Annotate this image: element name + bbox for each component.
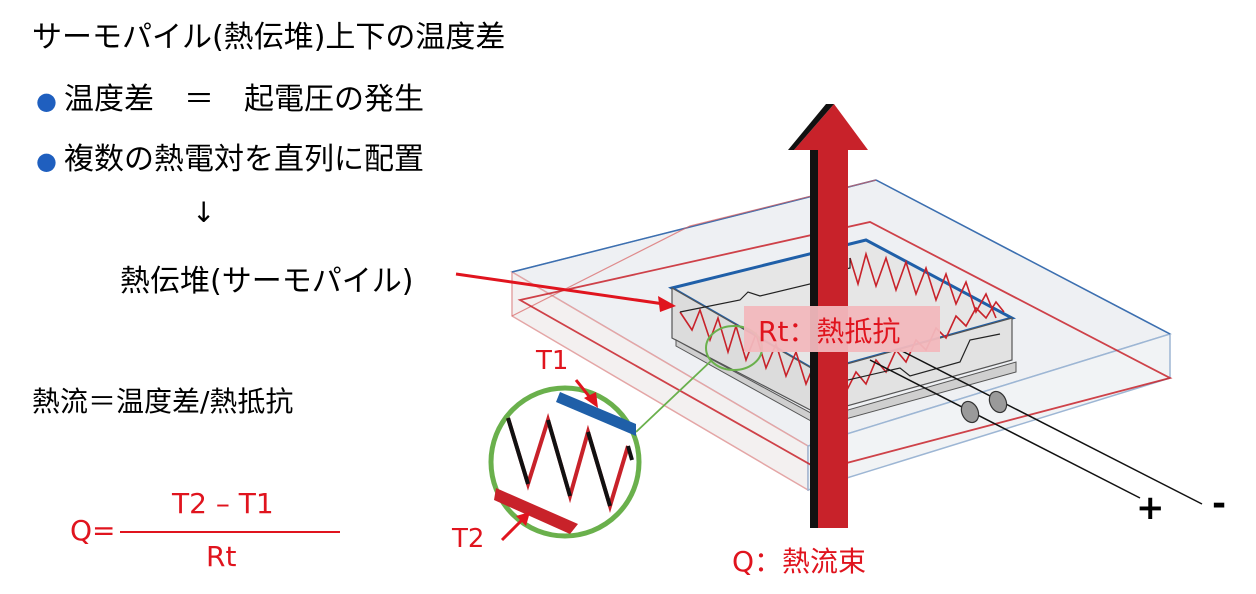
bullet-text-2: 複数の熱電対を直列に配置 bbox=[64, 142, 424, 177]
heat-flow-equation: 熱流＝温度差/熱抵抗 bbox=[32, 385, 294, 418]
bullet-item-1: ●温度差 ＝ 起電圧の発生 bbox=[36, 74, 424, 118]
heat-flux-label: Q：熱流束 bbox=[732, 545, 867, 578]
thermopile-label: 熱伝堆(サーモパイル) bbox=[120, 264, 414, 299]
magnifier bbox=[488, 325, 763, 539]
t2-leader bbox=[500, 512, 530, 542]
bullet-text-1: 温度差 ＝ 起電圧の発生 bbox=[64, 82, 424, 117]
minus-terminal-label: - bbox=[1212, 484, 1227, 524]
bullet-item-2: ●複数の熱電対を直列に配置 bbox=[36, 134, 424, 178]
slide-title: サーモパイル(熱伝堆)上下の温度差 bbox=[32, 20, 506, 55]
plus-terminal-label: + bbox=[1136, 488, 1165, 528]
fraction-bar bbox=[120, 531, 340, 533]
inner-red-frame bbox=[517, 221, 1173, 471]
rt-label-box bbox=[744, 306, 940, 352]
t2-label: T2 bbox=[452, 524, 485, 554]
terminal-wires bbox=[869, 349, 1203, 505]
down-arrow-icon: ↓ bbox=[192, 196, 216, 229]
t1-leader bbox=[574, 379, 598, 408]
bullet-dot-icon: ● bbox=[36, 146, 57, 175]
formula-numerator: T2 – T1 bbox=[172, 487, 274, 520]
formula-lhs: Q= bbox=[70, 514, 116, 547]
heat-flux-arrow bbox=[788, 104, 868, 528]
t1-label: T1 bbox=[536, 346, 569, 376]
thermocouple-wire-dark-2 bbox=[821, 333, 1001, 387]
formula-denominator: Rt bbox=[206, 540, 237, 573]
rt-label: Rt：熱抵抗 bbox=[758, 315, 901, 348]
thermocouple-zigzag-back bbox=[849, 251, 997, 319]
bullet-dot-icon: ● bbox=[36, 86, 57, 115]
pointer-arrow bbox=[455, 272, 676, 312]
